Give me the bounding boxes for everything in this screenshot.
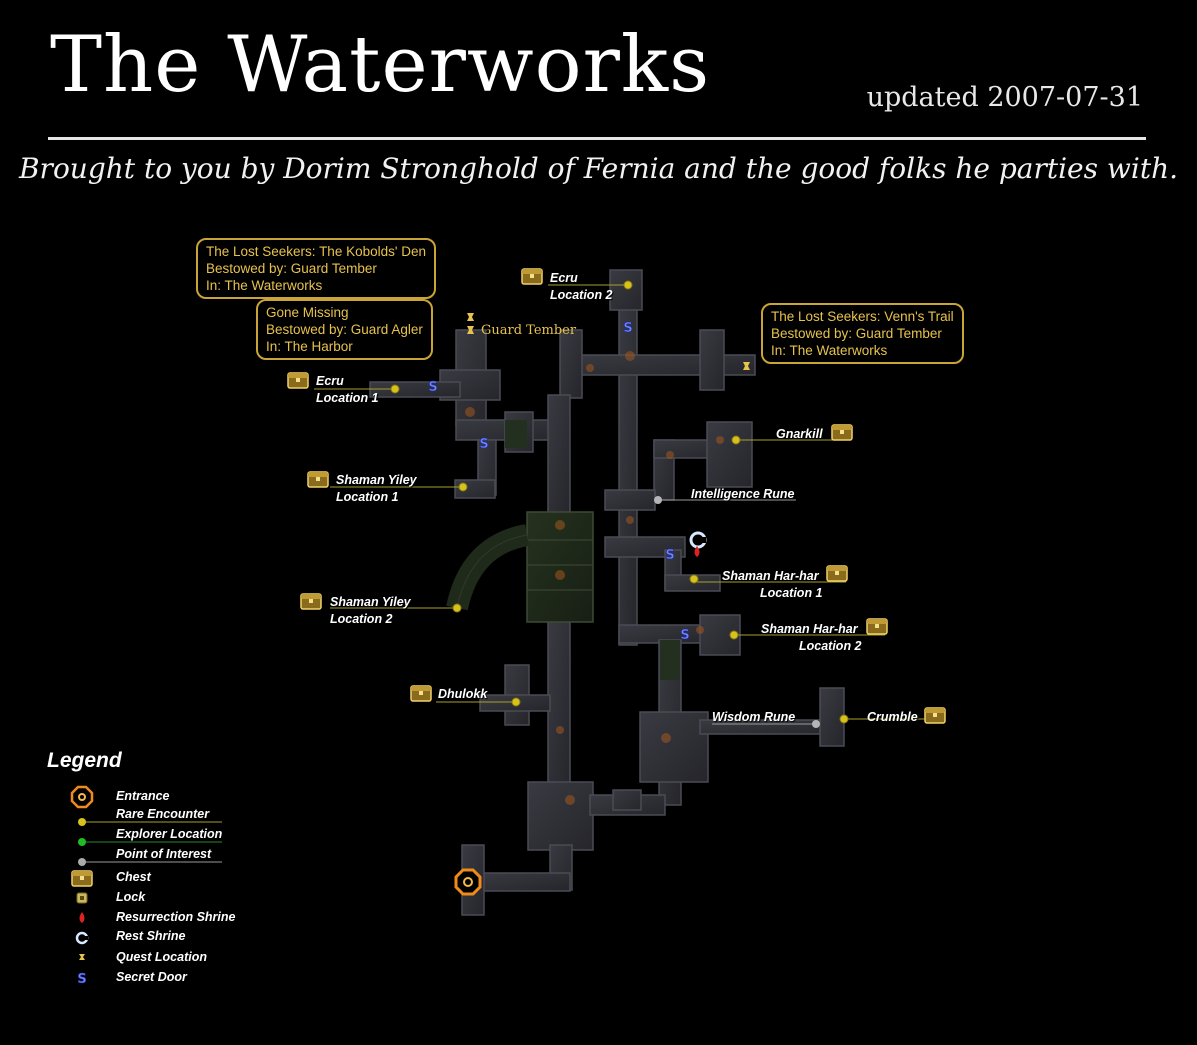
map-label-shaman-yiley-location-1: Shaman Yiley Location 1 <box>336 472 417 506</box>
legend-rare-encounter: Rare Encounter <box>116 807 210 821</box>
legend-title: Legend <box>47 749 122 772</box>
quest-bestower: Bestowed by: Guard Agler <box>266 322 423 337</box>
rest-shrine-icon <box>689 531 707 549</box>
label-line: Shaman Har-har <box>722 569 819 583</box>
quest-location-icon <box>467 313 750 370</box>
map-moss-hall <box>446 420 680 680</box>
map-label-shaman-yiley-location-2: Shaman Yiley Location 2 <box>330 594 411 628</box>
map-torch-glows <box>465 351 724 805</box>
label-line: Shaman Yiley <box>330 595 411 609</box>
title-divider <box>48 137 1146 140</box>
label-line: Dhulokk <box>438 687 488 701</box>
quest-box-venns-trail: The Lost Seekers: Venn's Trail Bestowed … <box>761 303 964 364</box>
rare-encounter-leaders <box>314 284 944 720</box>
legend-point-of-interest: Point of Interest <box>116 847 212 861</box>
map-label-gnarkill: Gnarkill <box>776 426 823 443</box>
quest-bestower: Bestowed by: Guard Tember <box>206 261 377 276</box>
label-line: Crumble <box>867 710 918 724</box>
label-line: Location 2 <box>799 639 862 653</box>
map-label-ecru-location-2: Ecru Location 2 <box>550 270 613 304</box>
quest-bestower: Bestowed by: Guard Tember <box>771 326 942 341</box>
legend-explorer-location: Explorer Location <box>116 827 223 841</box>
label-line: Shaman Har-har <box>761 622 858 636</box>
label-line: Shaman Yiley <box>336 473 417 487</box>
map-label-shaman-har-har-location-2: Shaman Har-har Location 2 <box>761 621 862 655</box>
map-label-shaman-har-har-location-1: Shaman Har-har Location 1 <box>722 568 823 602</box>
quest-box-gone-missing: Gone Missing Bestowed by: Guard Agler In… <box>256 299 433 360</box>
legend-chest: Chest <box>116 870 151 884</box>
map-label-dhulokk: Dhulokk <box>438 686 487 703</box>
label-line: Location 1 <box>316 391 379 405</box>
label-line: Location 1 <box>336 490 399 504</box>
legend-rest-shrine: Rest Shrine <box>116 929 186 943</box>
legend-quest-location: Quest Location <box>116 950 207 964</box>
quest-location: In: The Waterworks <box>771 343 888 358</box>
resurrection-shrine-icon <box>694 546 700 557</box>
label-line: Intelligence Rune <box>691 487 795 501</box>
credits-subtitle: Brought to you by Dorim Stronghold of Fe… <box>18 152 1179 185</box>
npc-label-guard-tember: Guard Tember <box>481 323 577 338</box>
rare-encounter-icon <box>390 280 849 724</box>
quest-title: The Lost Seekers: Venn's Trail <box>771 309 954 324</box>
quest-location: In: The Harbor <box>266 339 353 354</box>
quest-title: The Lost Seekers: The Kobolds' Den <box>206 244 426 259</box>
point-of-interest-icon <box>654 496 820 728</box>
quest-title: Gone Missing <box>266 305 349 320</box>
label-line: Wisdom Rune <box>712 710 796 724</box>
quest-location: In: The Waterworks <box>206 278 323 293</box>
label-line: Gnarkill <box>776 427 823 441</box>
poi-leaders <box>658 499 816 725</box>
quest-box-kobolds-den: The Lost Seekers: The Kobolds' Den Besto… <box>196 238 436 299</box>
label-line: Ecru <box>316 374 344 388</box>
map-label-ecru-location-1: Ecru Location 1 <box>316 373 379 407</box>
legend-lock: Lock <box>116 890 146 904</box>
page-title: The Waterworks <box>50 20 711 110</box>
legend-icons <box>70 785 222 988</box>
label-line: Location 2 <box>550 288 613 302</box>
map-label-crumble: Crumble <box>867 709 918 726</box>
legend-secret-door: Secret Door <box>116 970 187 984</box>
legend-resurrection-shrine: Resurrection Shrine <box>116 910 236 924</box>
legend-entrance: Entrance <box>116 789 170 803</box>
label-line: Location 1 <box>760 586 823 600</box>
updated-date: updated 2007-07-31 <box>866 82 1143 113</box>
label-line: Location 2 <box>330 612 393 626</box>
entrance-icon <box>454 868 482 896</box>
label-line: Ecru <box>550 271 578 285</box>
map-label-wisdom-rune: Wisdom Rune <box>712 709 795 726</box>
map-label-intelligence-rune: Intelligence Rune <box>691 486 795 503</box>
